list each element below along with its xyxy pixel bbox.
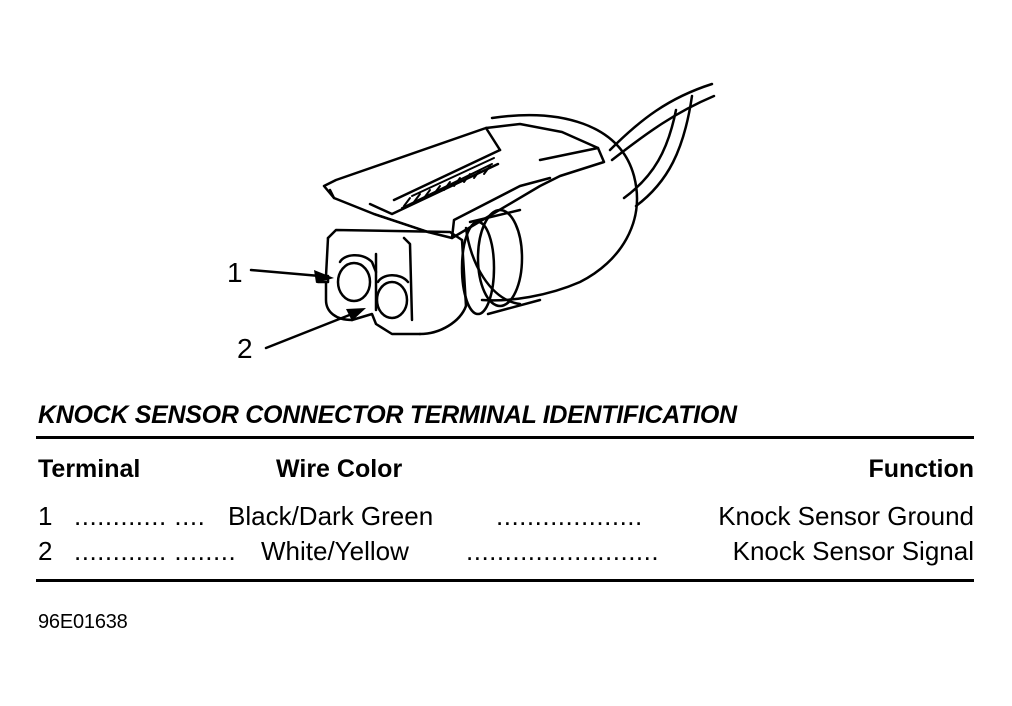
table-row: 2 ............ ........ White/Yellow ...…: [38, 536, 974, 568]
header-function: Function: [868, 455, 974, 483]
dot-leader: ............ ....: [74, 501, 206, 531]
connector-latch: [322, 122, 606, 240]
dot-leader: ............ ........: [74, 536, 237, 566]
terminal-function: Knock Sensor Signal: [732, 536, 974, 566]
terminal-function: Knock Sensor Ground: [718, 501, 974, 531]
table-top-rule: [36, 436, 974, 439]
dot-leader: ...................: [496, 501, 643, 531]
wire-leads: [608, 82, 716, 208]
terminal-number: 1: [38, 501, 53, 531]
table-title: KNOCK SENSOR CONNECTOR TERMINAL IDENTIFI…: [38, 401, 737, 429]
callout-arrow-2: [264, 308, 366, 350]
callout-arrow-1: [249, 268, 334, 283]
header-terminal: Terminal: [38, 455, 141, 483]
callout-label-2: 2: [237, 333, 253, 364]
dot-leader: .........................: [466, 536, 660, 566]
terminal-number: 2: [38, 536, 53, 566]
figure-id: 96E01638: [38, 611, 128, 633]
callout-label-1: 1: [227, 257, 243, 288]
connector-body: [460, 114, 639, 316]
header-wire-color: Wire Color: [276, 455, 403, 483]
wire-color: Black/Dark Green: [228, 501, 434, 531]
table-row: 1 ............ .... Black/Dark Green ...…: [38, 501, 974, 533]
table-bottom-rule: [36, 579, 974, 582]
wire-color: White/Yellow: [261, 536, 409, 566]
